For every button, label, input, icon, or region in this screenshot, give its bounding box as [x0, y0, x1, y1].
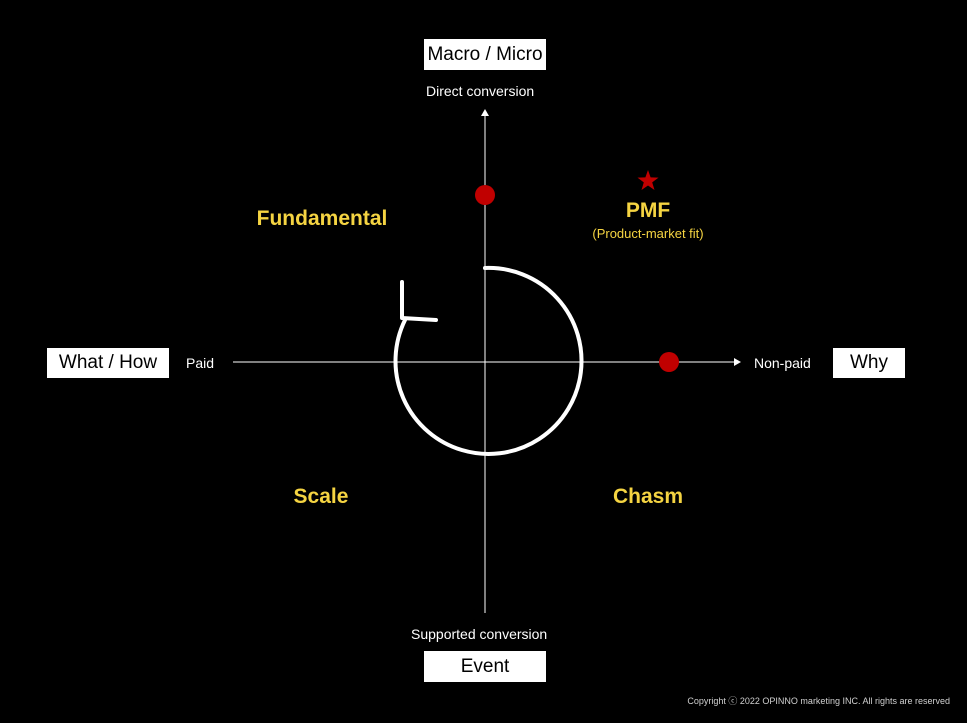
- quadrant-fundamental: Fundamental: [256, 207, 388, 230]
- quadrant-scale: Scale: [293, 485, 349, 508]
- quadrant-pmf: PMF: [625, 199, 671, 222]
- right-axis-label: Non-paid: [754, 355, 811, 371]
- quadrant-chasm: Chasm: [612, 485, 684, 508]
- right-axis-box: Why: [833, 348, 905, 378]
- quadrant-pmf-subtitle: (Product-market fit): [592, 226, 704, 241]
- cycle-arrow: [393, 265, 584, 456]
- bottom-axis-label: Supported conversion: [411, 626, 548, 642]
- cycle-arrowhead-icon: [400, 280, 438, 322]
- top-axis-label: Direct conversion: [426, 83, 535, 99]
- right-axis-dot: [659, 352, 679, 372]
- top-axis-box: Macro / Micro: [424, 39, 546, 70]
- star-icon: [637, 170, 659, 190]
- copyright-notice: Copyright ⓒ 2022 OPINNO marketing INC. A…: [687, 696, 950, 706]
- left-axis-label: Paid: [186, 355, 215, 371]
- bottom-axis-box: Event: [424, 651, 546, 682]
- top-axis-dot: [475, 185, 495, 205]
- left-axis-box: What / How: [47, 348, 169, 378]
